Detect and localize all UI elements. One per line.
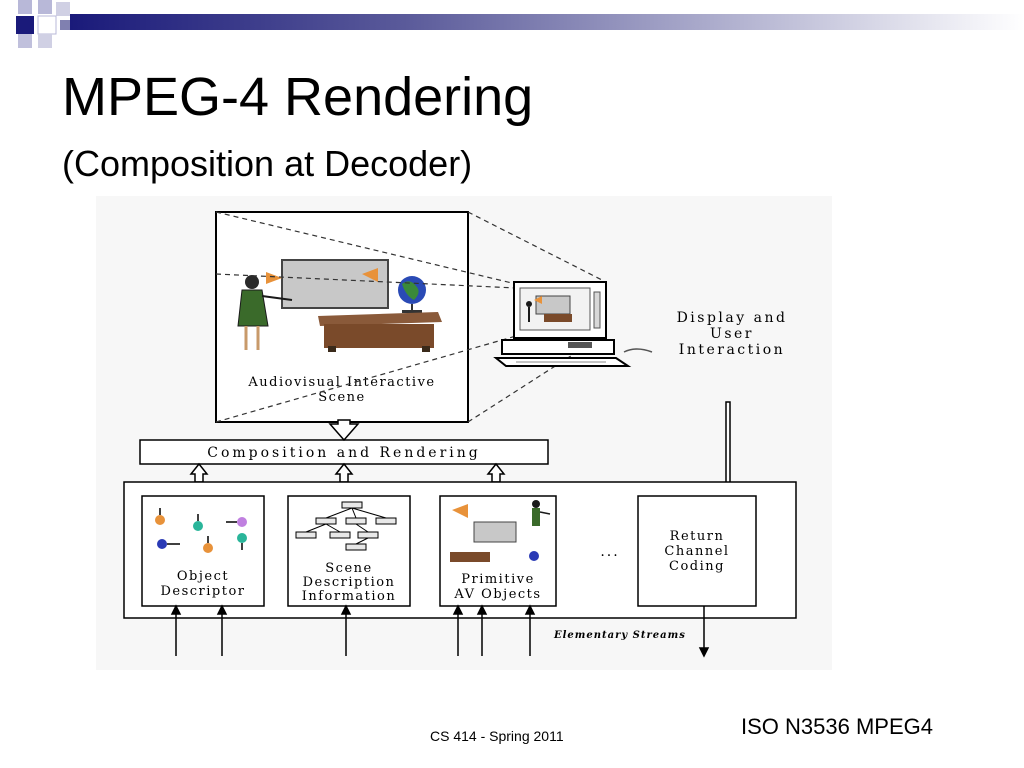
source-caption: ISO N3536 MPEG4	[741, 714, 933, 739]
mpeg4-rendering-diagram: Audiovisual Interactive Scene Display an…	[96, 196, 832, 670]
elementary-streams-label: Elementary Streams	[553, 630, 686, 641]
object-descriptor-line2: Descriptor	[160, 584, 245, 599]
person-icon	[532, 500, 551, 526]
desk-small-icon	[450, 552, 490, 562]
speaker-right-icon	[362, 268, 378, 282]
return-channel-box: Return Channel Coding	[637, 495, 757, 607]
projection-lines	[215, 211, 603, 423]
screen-icon	[473, 521, 517, 543]
scene-desc-line2: Description	[303, 575, 396, 590]
audiovisual-scene-box: Audiovisual Interactive Scene	[215, 211, 469, 423]
object-descriptor-line1: Object	[177, 569, 229, 584]
globe-small-icon	[529, 551, 539, 561]
computer-monitor-icon	[493, 281, 653, 367]
primitive-line2: AV Objects	[453, 587, 541, 602]
return-line3: Coding	[669, 559, 725, 574]
slide-footer: CS 414 - Spring 2011	[430, 728, 564, 744]
return-line2: Channel	[664, 544, 729, 559]
scene-label-line2: Scene	[318, 390, 365, 405]
header-band	[16, 0, 1024, 48]
primitive-av-objects-box: Primitive AV Objects	[439, 495, 557, 607]
slide-subtitle: (Composition at Decoder)	[62, 143, 473, 184]
composition-rendering-bar	[139, 439, 549, 465]
corner-logo	[16, 0, 70, 48]
object-descriptor-box: Object Descriptor	[141, 495, 265, 607]
return-line1: Return	[670, 529, 725, 544]
primitive-line1: Primitive	[461, 572, 535, 587]
display-label-line1: Display and	[677, 310, 788, 326]
scene-desc-line3: Information	[302, 589, 397, 604]
scene-graph-icon	[295, 501, 397, 551]
speaker-icon	[452, 504, 468, 518]
stream-arrows	[170, 604, 710, 658]
desk-icon	[318, 312, 442, 352]
scene-screen	[281, 259, 389, 309]
composition-label: Composition and Rendering	[207, 445, 480, 461]
hollow-arrows	[189, 401, 740, 500]
scene-desc-line1: Scene	[325, 561, 372, 576]
presenter-figure-icon	[237, 275, 293, 350]
slide-title: MPEG-4 Rendering	[62, 67, 534, 127]
display-label-line2: User	[710, 326, 754, 342]
scene-description-box: Scene Description Information	[287, 495, 411, 607]
scene-label-line1: Audiovisual Interactive	[247, 375, 435, 390]
display-interaction-label: Display and User Interaction	[677, 310, 788, 358]
display-label-line3: Interaction	[679, 342, 785, 358]
speaker-left-icon	[266, 272, 282, 284]
ellipsis: ...	[600, 544, 619, 560]
